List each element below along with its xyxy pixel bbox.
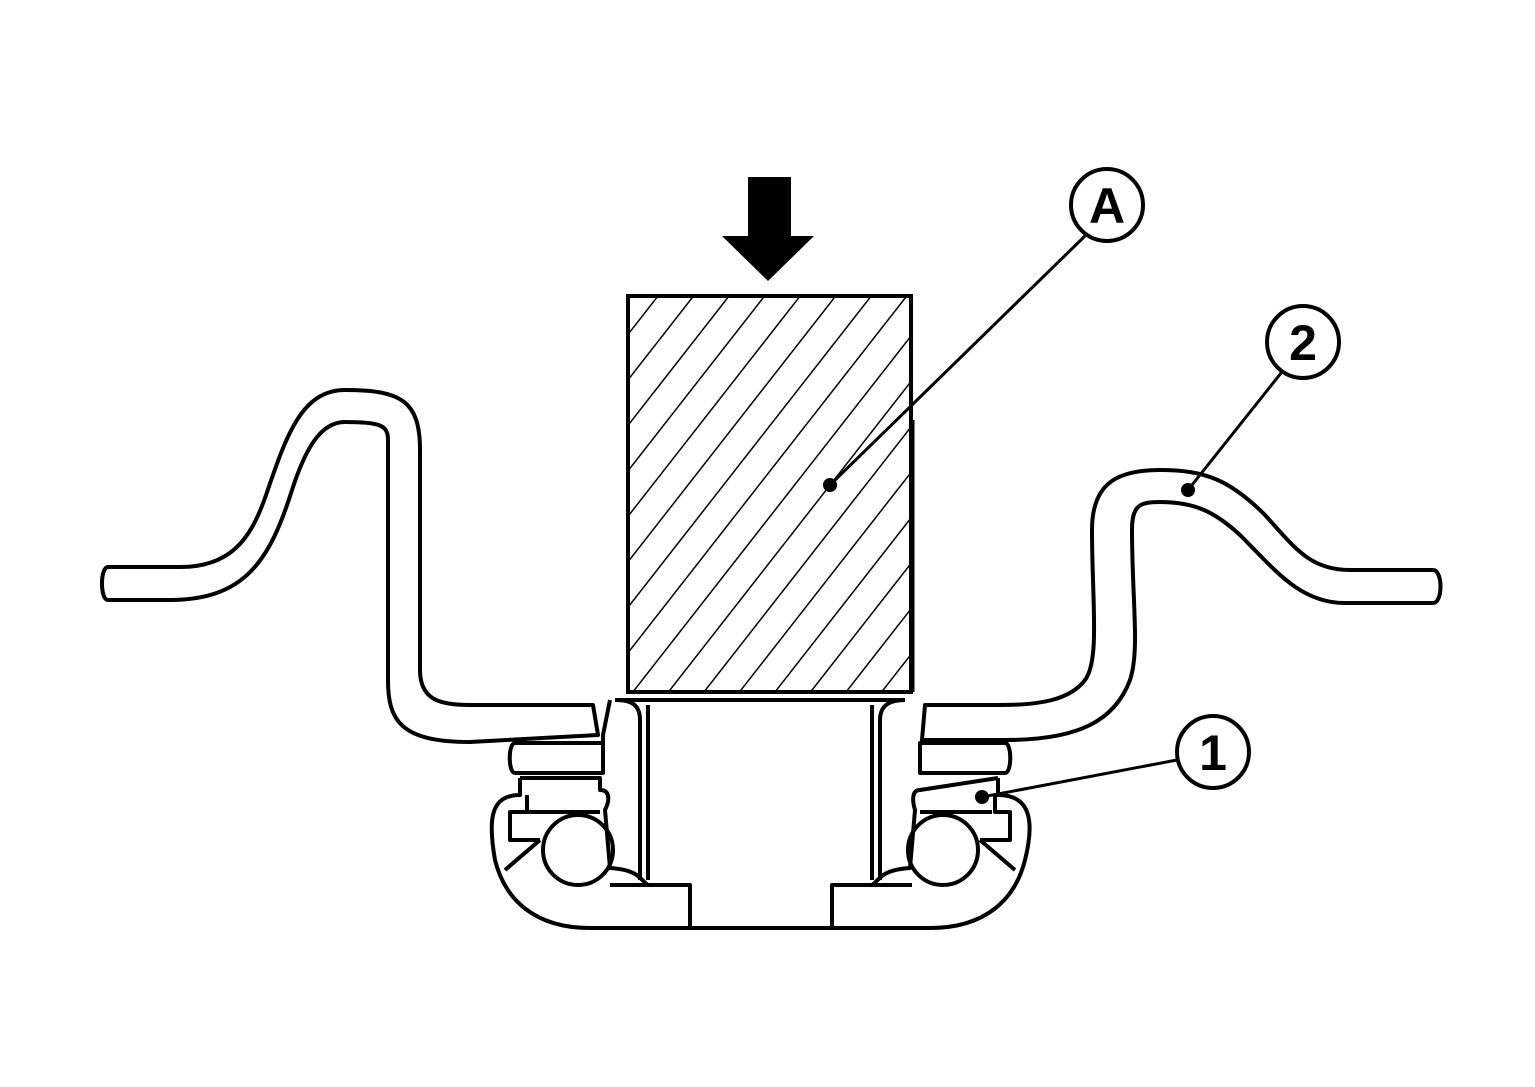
leader-dot-1 [975,790,989,804]
tool-a [626,294,915,694]
bearing-ball-right [906,813,980,887]
housing-right-arm [920,468,1443,742]
housing-left-arm [100,388,600,744]
part-2-housing [100,388,1443,744]
callout-a-label: A [1089,178,1125,234]
leader-lines [828,234,1287,799]
press-direction-arrow-icon [722,177,814,281]
bearing-ball-left [541,813,615,887]
callout-a: A [1069,167,1145,243]
callout-1-label: 1 [1199,725,1227,781]
callout-2-label: 2 [1289,315,1317,371]
callout-2: 2 [1265,304,1341,380]
leader-dot-a [823,478,837,492]
part-1-bearing [489,698,1032,930]
callout-1: 1 [1175,714,1251,790]
leader-dot-2 [1181,483,1195,497]
